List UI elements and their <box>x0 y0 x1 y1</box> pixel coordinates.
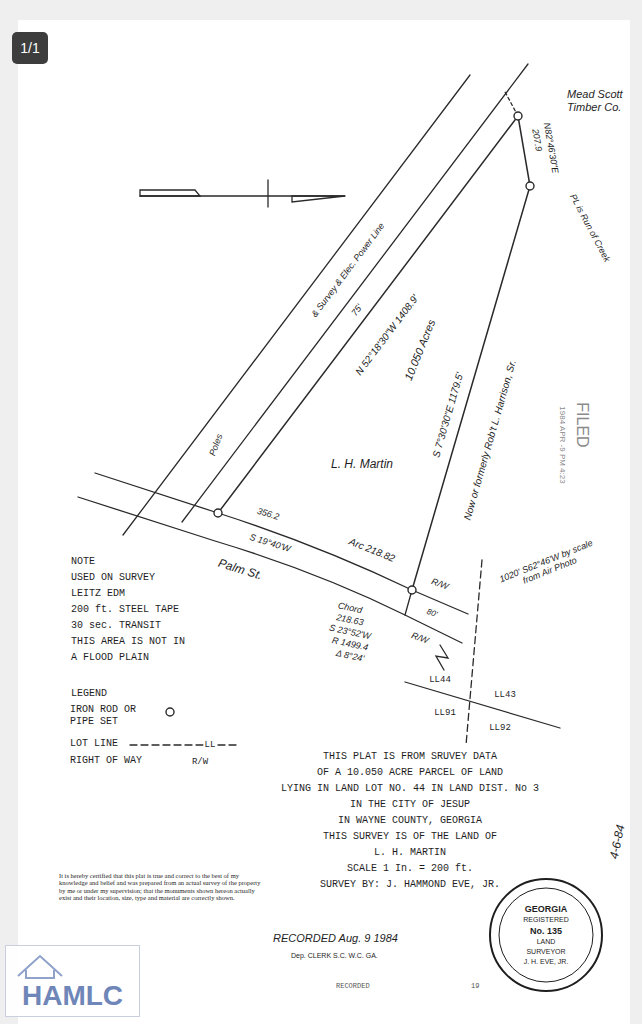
iron-rod <box>526 182 534 190</box>
property-line <box>218 116 518 513</box>
title-block-line: THIS SURVEY IS OF THE LAND OF <box>322 831 498 843</box>
land-lot-label: LL43 <box>493 690 517 700</box>
seal-text: LAND <box>537 938 556 946</box>
seal-text: GEORGIA <box>525 904 568 914</box>
title-block-line: IN THE CITY OF JESUP <box>349 799 471 811</box>
surveyor-seal: GEORGIA REGISTERED No. 135LAND SURVEYOR J. H… <box>488 877 604 993</box>
title-block-line: THIS PLAT IS FROM SRUVEY DATA <box>322 751 498 763</box>
width-label: 75' <box>349 301 366 318</box>
lot-line <box>466 560 482 745</box>
owner-name: Mead Scott Timber Co. <box>566 88 630 113</box>
curve-label: Arc 218.82 <box>346 535 397 565</box>
watermark-logo: HAMLC <box>5 945 140 1017</box>
recording-note: Dep. CLERK S.C. W.C. GA. <box>290 952 379 960</box>
width-label: 80' <box>425 607 440 620</box>
legend-entry: RIGHT OF WAY <box>70 755 142 767</box>
filing-stamp: 1984 APR -9 PM 4:23 <box>557 405 566 484</box>
north-arrow-flag <box>140 190 200 196</box>
legend-sample-text: R/W <box>191 757 209 767</box>
house-icon <box>14 950 74 980</box>
note-line: 200 ft. STEEL TAPE <box>70 604 180 616</box>
street-name: Palm St. <box>215 556 264 583</box>
legend-lot-line-sample <box>130 744 240 745</box>
title-block-line: SCALE 1 In. = 200 ft. <box>346 863 474 875</box>
iron-rod <box>214 509 222 517</box>
title-block-line: IN WAYNE COUNTY, GEORGIA <box>337 815 483 827</box>
date-note: 4-6-84 <box>607 823 628 862</box>
watermark-text: HAMLC <box>22 980 123 1012</box>
seal-outer-ring <box>490 879 602 991</box>
legend-iron-rod-sample <box>166 708 174 716</box>
land-lot-label: LL92 <box>488 723 512 733</box>
power-line-edge <box>123 75 470 535</box>
title-block-line: LYING IN LAND LOT NO. 44 IN LAND DIST. N… <box>280 783 540 795</box>
north-arrow-head <box>292 196 345 202</box>
legend-sample-text: LL <box>204 740 217 750</box>
recording-note: 19 <box>470 982 480 990</box>
north-arrow <box>140 180 345 207</box>
owner-name: Now or formerly Rob't L. Harrison, Sr. <box>461 358 518 523</box>
note-line: LEITZ EDM <box>70 588 126 600</box>
house-outline <box>18 956 62 978</box>
bearing-label: N82°46'30"E <box>541 121 560 175</box>
lot-line <box>405 682 560 728</box>
owner-name: L. H. Martin <box>330 458 394 472</box>
recording-note: RECORDED Aug. 9 1984 <box>272 932 399 945</box>
property-line <box>518 116 530 186</box>
easement-label: & Survey & Elec. Power Line <box>309 220 388 320</box>
note-line: A FLOOD PLAIN <box>70 652 150 664</box>
note-line: USED ON SURVEY <box>70 572 156 584</box>
property-line <box>412 186 530 590</box>
feature-label: Poles <box>207 432 225 459</box>
seal-text: SURVEYOR <box>526 948 565 956</box>
paper-sheet <box>18 20 630 1024</box>
land-lot-label: LL44 <box>428 675 452 685</box>
note-heading: NOTE <box>70 556 96 568</box>
boundary-note: PL is Run of Creek <box>567 191 612 264</box>
iron-rod <box>408 586 416 594</box>
seal-text: No. 135 <box>530 926 562 936</box>
title-block-line: L. H. MARTIN <box>373 847 447 859</box>
street-line <box>95 473 468 614</box>
title-block-line: OF A 10.050 ACRE PARCEL OF LAND <box>316 767 504 779</box>
legend-entry: LOT LINE <box>70 738 118 750</box>
area-label: 10.050 Acres <box>402 317 439 383</box>
right-of-way-label: R/W <box>429 576 451 592</box>
tie-note: 1020' S62°46'W by scale from Air Photo <box>495 536 602 595</box>
seal-inner-ring <box>499 888 593 982</box>
seal-text: REGISTERED <box>523 916 569 924</box>
note-line: THIS AREA IS NOT IN <box>70 636 186 648</box>
page-badge: 1/1 <box>12 32 48 64</box>
legend-heading: LEGEND <box>70 688 108 700</box>
right-of-way-label: R/W <box>409 630 431 646</box>
page-counter: 1/1 <box>20 40 39 56</box>
recording-note: RECORDED <box>335 982 371 990</box>
seal-text: J. H. EVE, JR. <box>524 958 569 966</box>
bearing-label: S 19°40'W <box>247 532 292 555</box>
certification-text: It is hereby certified that this plat is… <box>58 872 265 902</box>
filing-stamp: FILED <box>573 401 591 448</box>
distance-label: 356.2 <box>255 505 281 522</box>
title-block-line: SURVEY BY: J. HAMMOND EVE, JR. <box>319 879 501 891</box>
land-lot-label: LL91 <box>433 708 457 718</box>
north-arrow-tick <box>267 180 268 207</box>
legend-entry: IRON ROD OR PIPE SET <box>70 704 154 728</box>
power-line-edge <box>182 64 528 522</box>
bearing-label: S 7°30'30"E 1179.5' <box>430 370 466 460</box>
leader-zigzag <box>436 645 448 670</box>
iron-rod <box>514 112 522 120</box>
note-line: 30 sec. TRANSIT <box>70 620 162 632</box>
